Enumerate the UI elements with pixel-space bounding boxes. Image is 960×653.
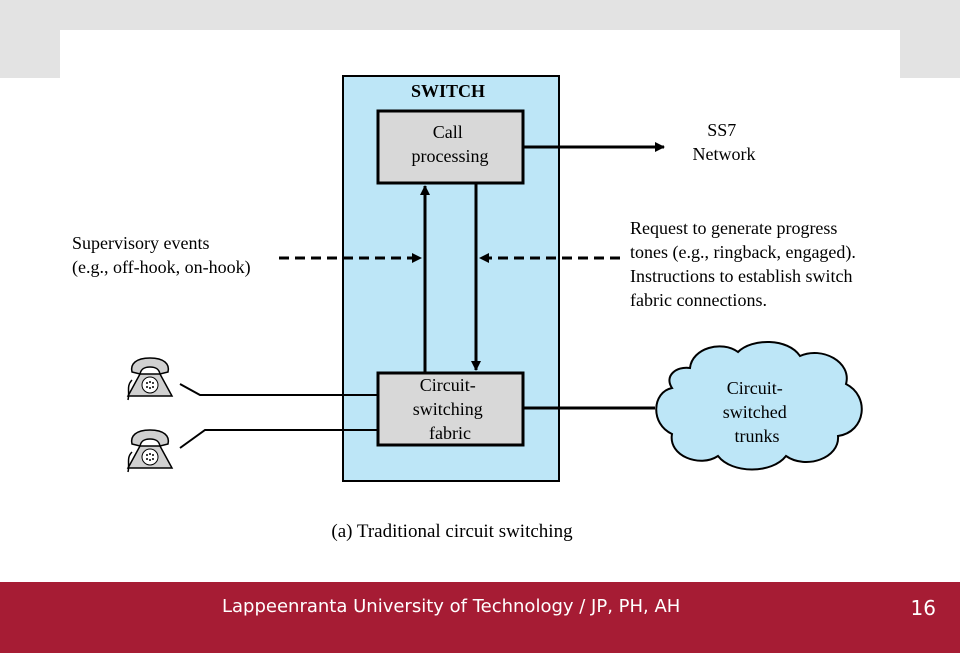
circuit-switching-diagram: SWITCH Call processing Circuit- switchin… xyxy=(72,75,863,542)
circuit-switched-trunks-label: Circuit- switched trunks xyxy=(723,378,791,446)
circuit-switching-fabric-label: Circuit- switching fabric xyxy=(413,375,488,443)
ss7-line-1: SS7 xyxy=(707,120,736,140)
call-processing-line-1: Call xyxy=(433,122,463,142)
telephone-icon xyxy=(126,429,174,473)
ss7-network-label: SS7 Network xyxy=(693,120,756,164)
request-line-3: Instructions to establish switch xyxy=(630,266,852,286)
trunks-line-3: trunks xyxy=(735,426,780,446)
trunks-line-1: Circuit- xyxy=(727,378,783,398)
footer-bar xyxy=(0,582,960,653)
supervisory-line-1: Supervisory events xyxy=(72,233,209,253)
ss7-line-2: Network xyxy=(693,144,756,164)
supervisory-line-2: (e.g., off-hook, on-hook) xyxy=(72,257,251,278)
call-processing-line-2: processing xyxy=(412,146,489,166)
fabric-line-1: Circuit- xyxy=(420,375,476,395)
page-number: 16 xyxy=(910,596,936,620)
request-instructions-label: Request to generate progress tones (e.g.… xyxy=(630,218,860,310)
telephone-icon xyxy=(126,357,174,401)
request-line-4: fabric connections. xyxy=(630,290,767,310)
cloud-icon xyxy=(655,340,863,471)
phone-line-1 xyxy=(179,383,378,396)
diagram-caption: (a) Traditional circuit switching xyxy=(331,521,573,542)
request-line-2: tones (e.g., ringback, engaged). xyxy=(630,242,856,263)
phone-line-2 xyxy=(179,429,378,449)
fabric-line-3: fabric xyxy=(429,423,471,443)
switch-label: SWITCH xyxy=(411,81,485,101)
supervisory-events-label: Supervisory events (e.g., off-hook, on-h… xyxy=(72,233,251,278)
fabric-line-2: switching xyxy=(413,399,483,419)
call-processing-label: Call processing xyxy=(412,122,489,166)
footer-institution: Lappeenranta University of Technology / … xyxy=(222,596,681,617)
trunks-line-2: switched xyxy=(723,402,787,422)
request-line-1: Request to generate progress xyxy=(630,218,837,238)
